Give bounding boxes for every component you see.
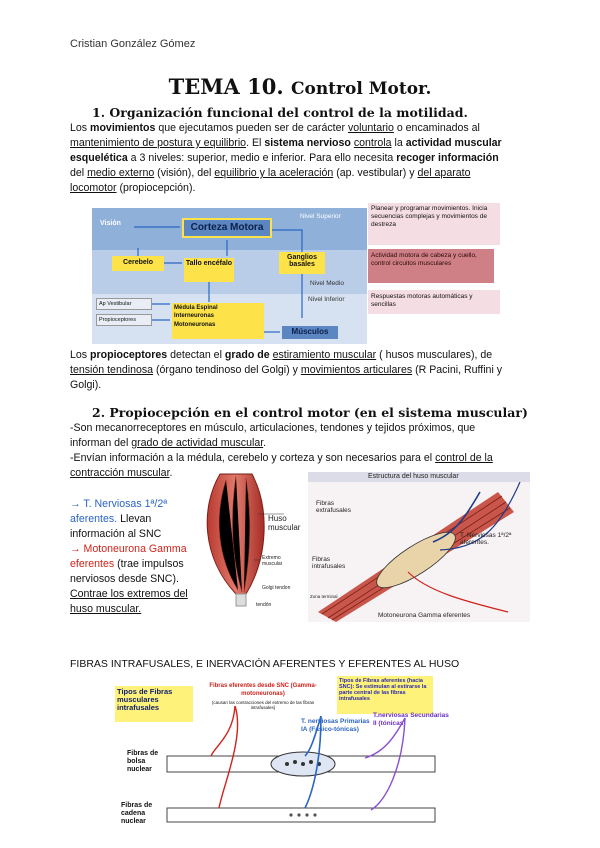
secundarias-label: T.nerviosas Secundarias II (tónicas) bbox=[373, 712, 449, 727]
ap-vestibular-box: Ap Vestibular bbox=[96, 298, 152, 310]
propioceptores-box: Propioceptores bbox=[96, 314, 152, 326]
spindle-figure: Estructura del huso muscular Fibras extr… bbox=[308, 472, 530, 622]
note-superior: Planear y programar movimientos. Inicia … bbox=[368, 203, 500, 245]
vision-label: Visión bbox=[100, 220, 121, 227]
section1-heading: 1. Organización funcional del control de… bbox=[92, 105, 468, 120]
tn-afferent-label: T. Nerviosas 1ª/2ª aferentes. bbox=[460, 532, 512, 546]
tendon-label: tendón bbox=[256, 602, 272, 608]
eferentes-sub-label: (causan las contracciones del extremo de… bbox=[211, 700, 315, 710]
section3-heading: FIBRAS INTRAFUSALES, E INERVACIÓN AFEREN… bbox=[70, 658, 460, 670]
author-name: Cristian González Gómez bbox=[70, 38, 196, 50]
afferent-efferent-notes: → T. Nerviosas 1ª/2ª aferentes. Llevan i… bbox=[70, 498, 188, 615]
nivel-superior-label: Nivel Superior bbox=[300, 213, 341, 220]
intrafusal-figure: Tipos de Fibras musculares intrafusales … bbox=[115, 676, 460, 848]
extremo-label: Extremo muscular bbox=[262, 555, 283, 567]
nivel-inferior-label: Nivel Inferior bbox=[308, 296, 345, 303]
bolsa-label: Fibras de bolsa nuclear bbox=[127, 750, 159, 773]
intrafusal-label: Fibras intrafusales bbox=[312, 556, 346, 570]
note-medio: Actividad motora de cabeza y cuello, con… bbox=[368, 249, 494, 283]
section2-heading: 2. Propiocepción en el control motor (en… bbox=[92, 405, 528, 420]
huso-label: Huso muscular bbox=[268, 514, 301, 532]
cadena-label: Fibras de cadena nuclear bbox=[121, 802, 153, 825]
note-inferior: Respuestas motoras automáticas y sencill… bbox=[368, 290, 500, 314]
muscle-illustration bbox=[206, 473, 284, 607]
motor-levels-diagram: Visión Corteza Motora Nivel Superior Cer… bbox=[92, 208, 367, 344]
page-title: TEMA 10. Control Motor. bbox=[168, 74, 432, 99]
zona-label: Zona terminal bbox=[310, 594, 338, 599]
eferentes-label: Fibras eferentes desde SNC (Gamma-motone… bbox=[209, 683, 317, 697]
ganglios-basales-box: Ganglios basales bbox=[279, 252, 325, 274]
musculos-box: Músculos bbox=[282, 326, 338, 339]
extrafusal-label: Fibras extrafusales bbox=[316, 500, 352, 514]
cerebelo-box: Cerebelo bbox=[112, 256, 164, 271]
medula-espinal-box: Médula Espinal Interneuronas Motoneurona… bbox=[172, 303, 264, 339]
golgi-label: Golgi tendon bbox=[262, 585, 291, 591]
primarias-label: T. nerviosas Primarias IA (Fásico-tónica… bbox=[301, 718, 370, 733]
propioceptores-paragraph: Los propioceptores detectan el grado de … bbox=[70, 349, 503, 391]
diagram-arrows bbox=[134, 226, 303, 333]
section2-paragraph: -Son mecanorreceptores en músculo, artic… bbox=[70, 422, 493, 479]
section1-paragraph: Los movimientos que ejecutamos pueden se… bbox=[70, 122, 502, 194]
nivel-medio-label: Nivel Medio bbox=[310, 280, 344, 287]
spindle-title: Estructura del huso muscular bbox=[368, 473, 459, 480]
tallo-encefalo-box: Tallo encéfalo bbox=[184, 258, 234, 282]
aferentes-box: Tipos de Fibras aferentes (hacia SNC): S… bbox=[337, 676, 433, 714]
tipos-fibras-box: Tipos de Fibras musculares intrafusales bbox=[115, 686, 193, 722]
corteza-motora-box: Corteza Motora bbox=[182, 218, 272, 238]
gamma-efferent-label: Motoneurona Gamma eferentes bbox=[378, 612, 471, 619]
